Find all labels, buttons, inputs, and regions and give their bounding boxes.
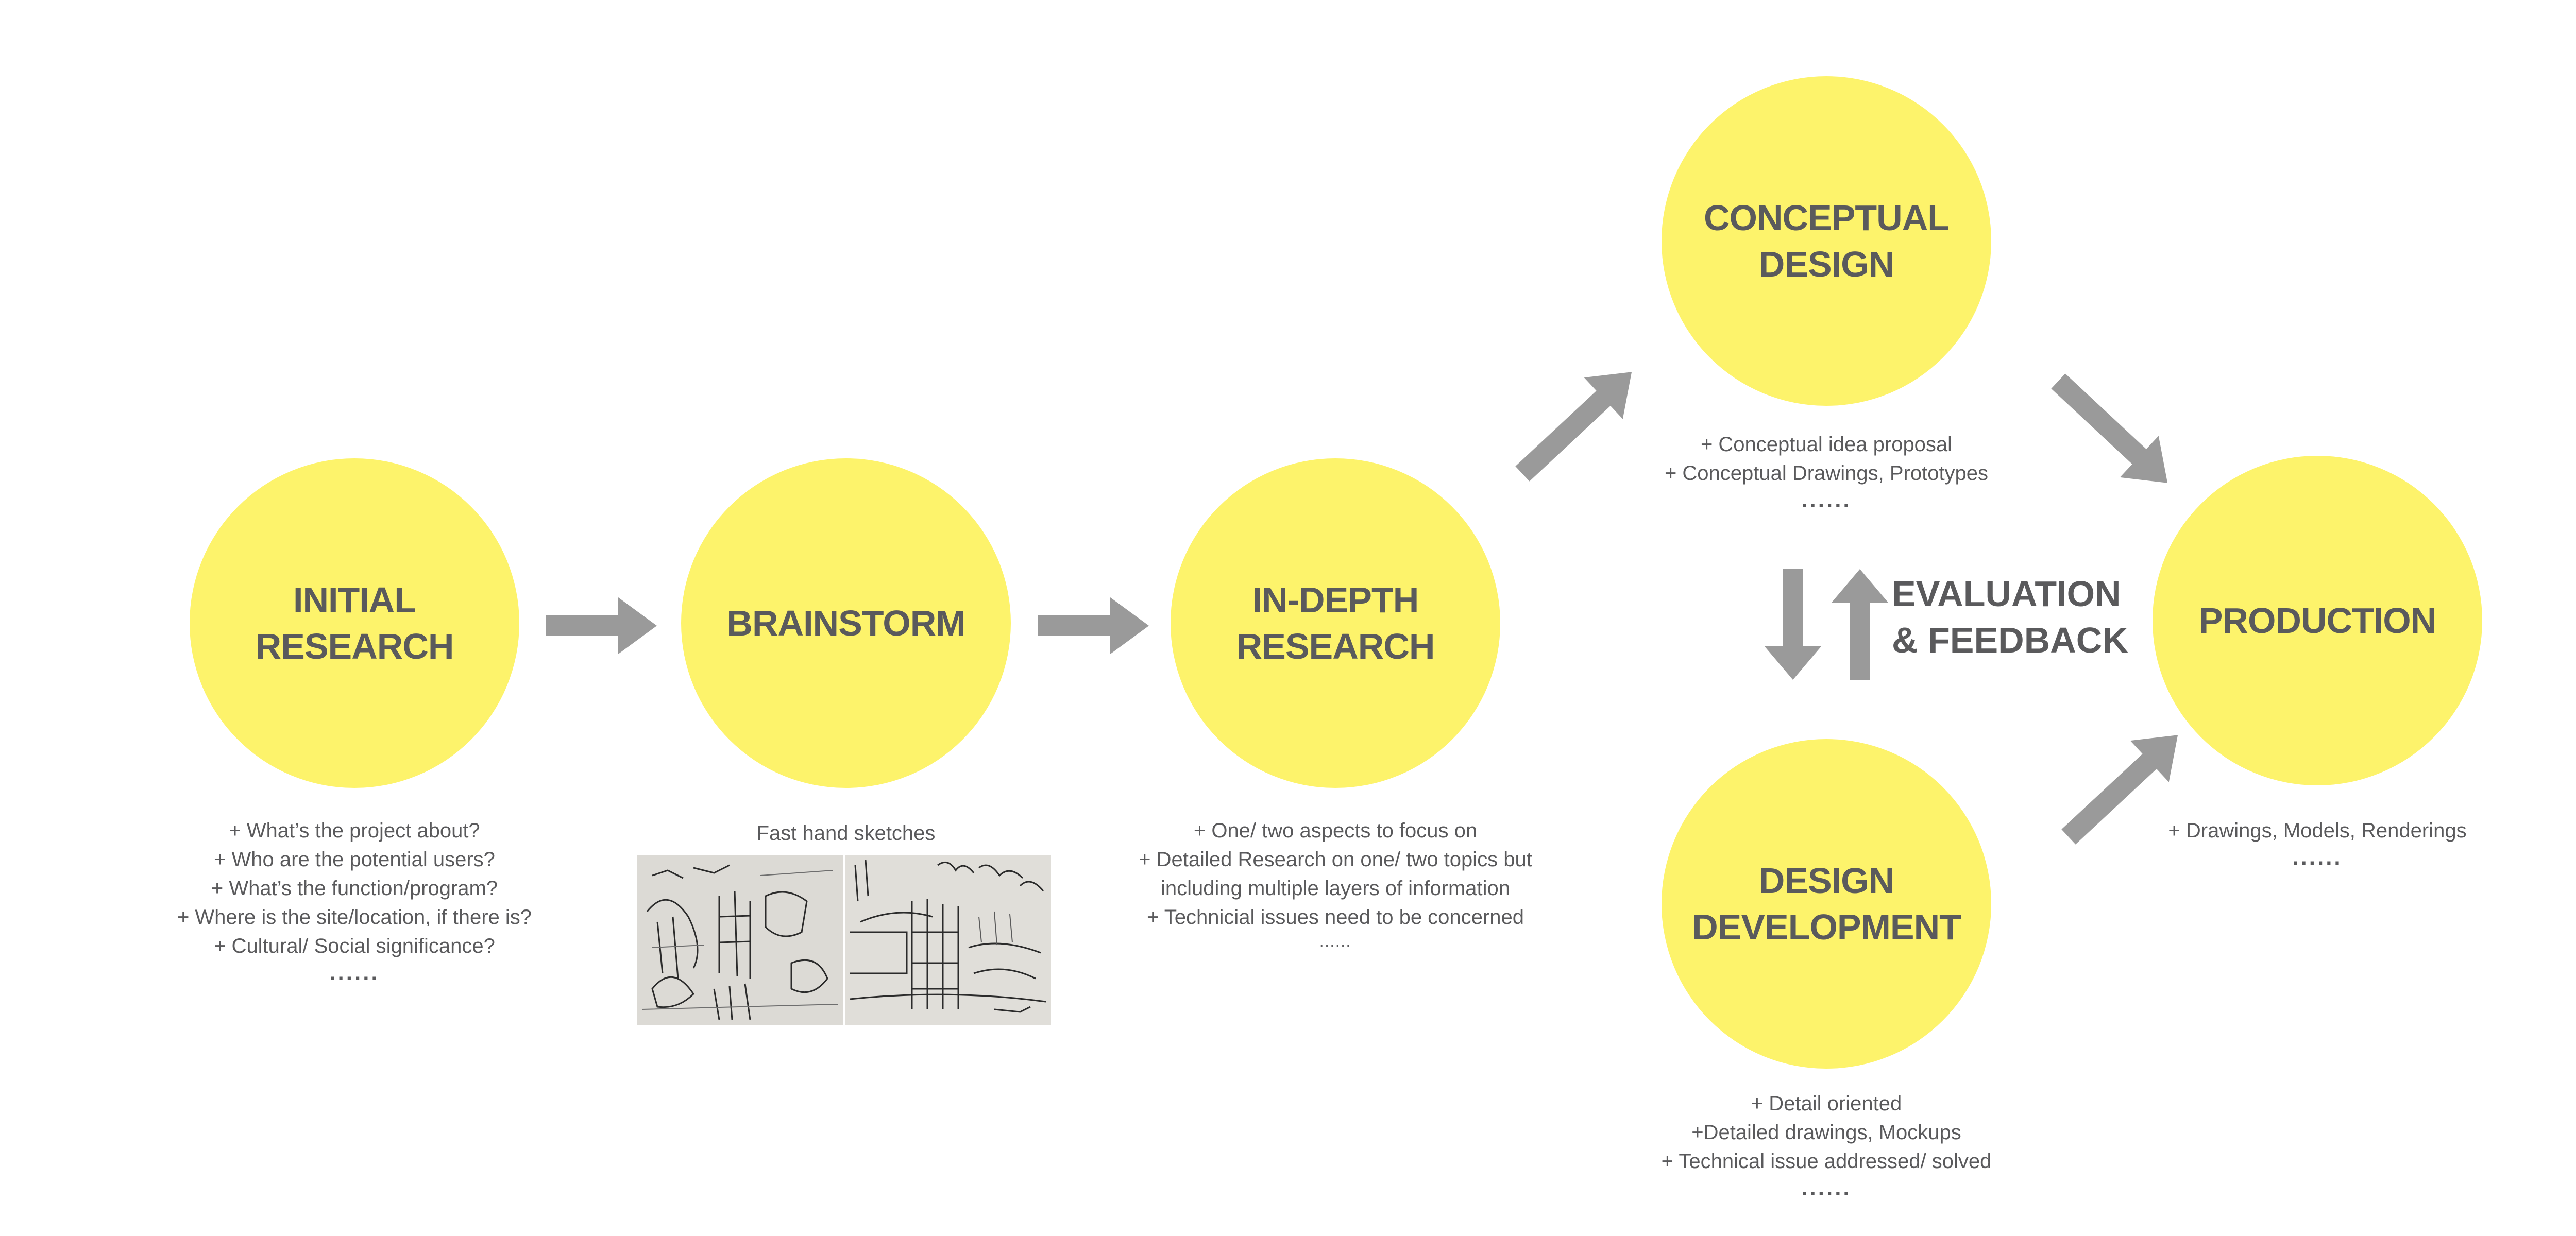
desc-ellipsis: ...... [1801, 1175, 1852, 1200]
arrow-brainstorm-to-indepth [1038, 597, 1149, 654]
node-design-development: DESIGN DEVELOPMENT [1662, 739, 1991, 1069]
desc-line: + Detail oriented [1751, 1092, 1902, 1115]
desc-ellipsis: ...... [329, 960, 380, 985]
desc-ellipsis: ...... [1319, 933, 1351, 950]
desc-design-development: + Detail oriented +Detailed drawings, Mo… [1620, 1089, 2032, 1200]
evaluation-label-line2: & FEEDBACK [1892, 620, 2128, 660]
node-in-depth-research: IN-DEPTH RESEARCH [1171, 458, 1500, 788]
desc-line: + Drawings, Models, Renderings [2168, 819, 2467, 842]
arrow-up-feedback [1832, 569, 1888, 680]
desc-initial-research: + What’s the project about? + Who are th… [148, 816, 561, 985]
sketch-image-right [845, 855, 1051, 1025]
node-title: IN-DEPTH RESEARCH [1236, 580, 1435, 666]
desc-line: + What’s the project about? [229, 819, 480, 842]
desc-line: + What’s the function/program? [211, 877, 498, 900]
desc-line: + Conceptual idea proposal [1700, 433, 1953, 456]
node-conceptual-design: CONCEPTUAL DESIGN [1662, 76, 1991, 406]
arrow-initial-to-brainstorm [546, 597, 657, 654]
desc-ellipsis: ...... [1801, 487, 1852, 512]
desc-line: + One/ two aspects to focus on [1193, 819, 1478, 842]
node-title: INITIAL RESEARCH [255, 580, 454, 666]
evaluation-feedback-label: EVALUATION & FEEDBACK [1892, 571, 2128, 663]
node-title: CONCEPTUAL DESIGN [1703, 198, 1950, 284]
desc-conceptual-design: + Conceptual idea proposal + Conceptual … [1620, 430, 2032, 512]
node-brainstorm: BRAINSTORM [681, 458, 1011, 788]
node-title: PRODUCTION [2198, 600, 2437, 641]
arrow-development-to-production [2061, 735, 2178, 845]
desc-line: + Cultural/ Social significance? [214, 935, 495, 957]
evaluation-label-line1: EVALUATION [1892, 574, 2121, 614]
arrow-conceptual-to-production [2051, 373, 2168, 483]
desc-line: + Conceptual Drawings, Prototypes [1664, 462, 1989, 485]
node-title: DESIGN DEVELOPMENT [1692, 861, 1961, 947]
desc-line: + Technical issue addressed/ solved [1661, 1150, 1992, 1173]
desc-line: + Where is the site/location, if there i… [177, 906, 532, 929]
desc-brainstorm: Fast hand sketches [640, 819, 1052, 848]
node-title: BRAINSTORM [726, 603, 965, 643]
node-production: PRODUCTION [2153, 456, 2482, 785]
arrow-down-evaluation [1765, 569, 1821, 680]
desc-production: + Drawings, Models, Renderings ...... [2111, 816, 2523, 870]
arrow-indepth-to-conceptual [1515, 372, 1632, 482]
desc-line: +Detailed drawings, Mockups [1691, 1121, 1961, 1144]
desc-line: + Who are the potential users? [214, 848, 495, 871]
node-initial-research: INITIAL RESEARCH [190, 458, 519, 788]
desc-in-depth-research: + One/ two aspects to focus on + Detaile… [1129, 816, 1541, 952]
sketch-image-left [637, 855, 843, 1025]
desc-ellipsis: ...... [2292, 845, 2343, 870]
desc-line: + Technicial issues need to be concerned [1147, 906, 1524, 929]
desc-line: + Detailed Research on one/ two topics b… [1139, 848, 1532, 871]
desc-caption: Fast hand sketches [756, 822, 936, 845]
desc-line: including multiple layers of information [1160, 877, 1511, 900]
